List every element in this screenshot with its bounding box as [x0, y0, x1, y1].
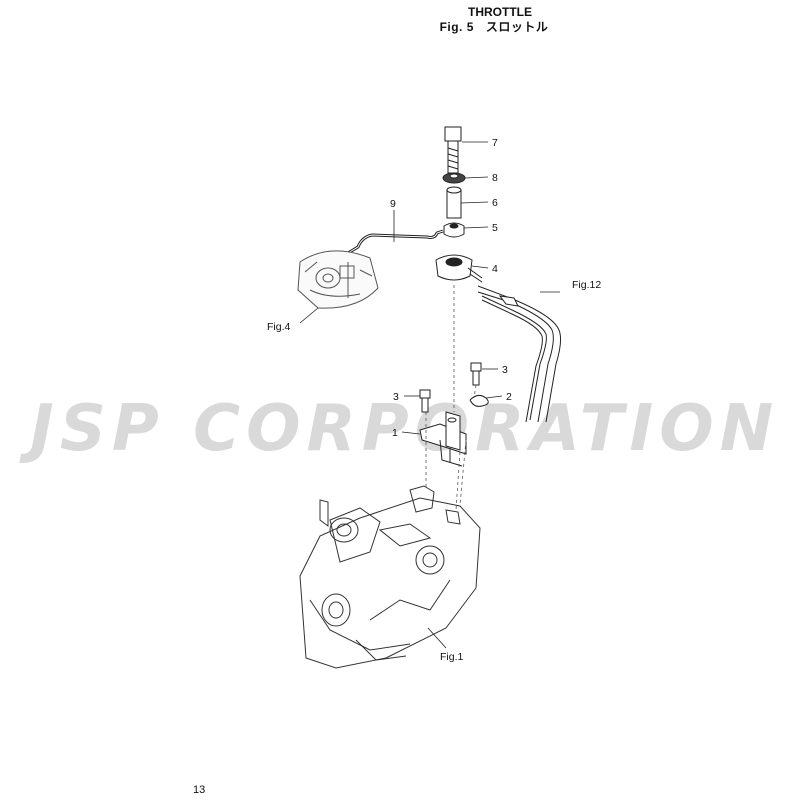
part-7-bolt: [444, 126, 462, 174]
callout-3-left: 3: [393, 391, 399, 403]
part-6-collar: [446, 186, 462, 219]
reference-fig4: Fig.4: [267, 321, 291, 333]
watermark-text: JSP CORPORATION: [30, 392, 780, 466]
part-9-throttle-rod: [347, 229, 444, 255]
figure-title-jp: スロットル: [485, 20, 549, 34]
reference-fig12: Fig.12: [572, 279, 601, 291]
part-2-clip: [469, 394, 489, 407]
figure-caption: Fig. 5 スロットル: [400, 20, 600, 34]
part-1-bracket: [419, 411, 467, 467]
assembly-guide-lines: [425, 285, 477, 511]
part-5-bushing: [443, 222, 465, 238]
leader-lines: [299, 141, 560, 649]
page-number: 13: [193, 784, 206, 796]
callout-7: 7: [492, 137, 498, 149]
carburetor-fig4-drawing: [297, 250, 379, 309]
part-3-bolt-right: [470, 362, 482, 386]
callout-5: 5: [492, 222, 498, 234]
part-4-throttle-cam: [435, 254, 483, 283]
callout-2: 2: [506, 391, 512, 403]
callout-1: 1: [392, 427, 398, 439]
part-3-bolt-left: [419, 389, 431, 413]
engine-block-fig1: [299, 485, 481, 669]
part-8-washer: [442, 172, 466, 184]
callout-4: 4: [492, 263, 498, 275]
callout-3-right: 3: [502, 364, 508, 376]
throttle-cable-fig12: [477, 285, 562, 423]
callout-6: 6: [492, 197, 498, 209]
callout-8: 8: [492, 172, 498, 184]
reference-fig1: Fig.1: [440, 651, 464, 663]
figure-number: Fig. 5: [439, 20, 474, 34]
diagram-title: THROTTLE: [468, 5, 532, 19]
callout-9: 9: [390, 198, 396, 210]
